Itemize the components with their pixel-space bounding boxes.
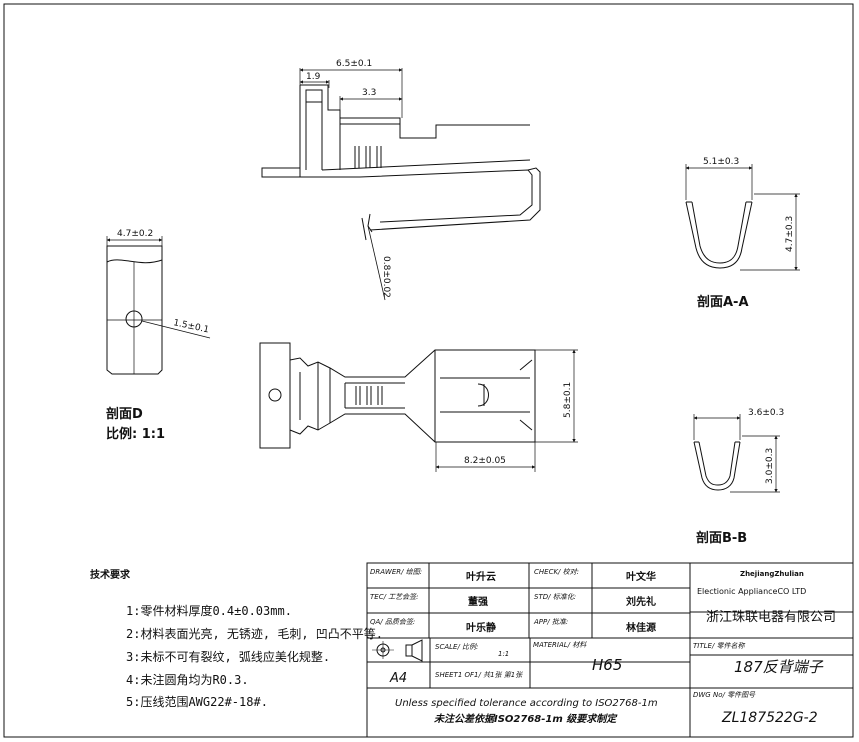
section-bb-view xyxy=(693,441,741,491)
note-item: 5:压线范围AWG22#-18#. xyxy=(126,695,268,709)
note-item: 4:未注圆角均为R0.3. xyxy=(126,672,249,687)
dim-bb-height: 3.0±0.3 xyxy=(765,448,775,484)
dim-thickness: 0.8±0.02 xyxy=(381,256,391,298)
paper-size: A4 xyxy=(389,671,407,686)
section-aa-view xyxy=(685,201,753,269)
title-label: TITLE/ 零件名称 xyxy=(693,642,746,650)
dim-top-width: 6.5±0.1 xyxy=(336,59,372,69)
scale-value: 1:1 xyxy=(498,650,509,658)
dwg-label: DWG No/ 零件图号 xyxy=(693,691,756,699)
title-block-text: DRAWER/ 绘图: 叶升云 CHECK/ 校对: 叶文华 TEC/ 工艺会签… xyxy=(370,568,836,726)
check-label: CHECK/ 校对: xyxy=(534,568,579,576)
dim-aa-width: 5.1±0.3 xyxy=(703,157,739,167)
tec-label: TEC/ 工艺会签: xyxy=(370,593,419,601)
dim-plan-height: 5.8±0.1 xyxy=(563,382,573,418)
qa-name: 叶乐静 xyxy=(466,621,496,634)
side-view-dims xyxy=(299,68,403,118)
dwg-number: ZL187522G-2 xyxy=(721,710,818,726)
material-value: H65 xyxy=(592,656,622,674)
side-view xyxy=(261,84,541,301)
note-item: 3:未标不可有裂纹, 弧线应美化规整. xyxy=(126,649,330,664)
dim-top-left: 1.9 xyxy=(306,72,321,82)
app-name: 林佳源 xyxy=(626,621,656,634)
tec-name: 董强 xyxy=(468,595,488,608)
section-d-view xyxy=(106,245,211,375)
drawer-name: 叶升云 xyxy=(466,570,496,583)
dim-hole: 1.5±0.1 xyxy=(172,318,209,335)
tolerance-cn: 未注公差依据ISO2768-1m 级要求制定 xyxy=(434,713,618,725)
app-label: APP/ 批准: xyxy=(533,618,568,626)
notes-title: 技术要求 xyxy=(90,568,131,581)
note-item: 2:材料表面光亮, 无锈迹, 毛刺, 凹凸不平等. xyxy=(126,626,383,641)
section-d-scale: 比例: 1:1 xyxy=(106,426,165,442)
company-en-2: Electionic ApplianceCO LTD xyxy=(697,587,806,596)
std-label: STD/ 标准化: xyxy=(534,593,576,601)
dim-plan-length: 8.2±0.05 xyxy=(464,456,506,466)
sheet-label: SHEET1 OF1/ 共1张 第1张 xyxy=(435,671,523,679)
plan-view xyxy=(259,342,536,449)
material-label: MATERIAL/ 材料 xyxy=(533,641,587,649)
dim-aa-height: 4.7±0.3 xyxy=(785,216,795,252)
section-d-label: 剖面D xyxy=(106,406,143,422)
section-aa-label: 剖面A-A xyxy=(697,294,749,310)
company-en-1: ZhejiangZhulian xyxy=(740,570,804,578)
dim-bb-width: 3.6±0.3 xyxy=(748,408,784,418)
title-block xyxy=(366,562,854,738)
tolerance-en: Unless specified tolerance according to … xyxy=(395,698,658,709)
note-item: 1:零件材料厚度0.4±0.03mm. xyxy=(126,603,292,618)
technical-notes: 技术要求 1:零件材料厚度0.4±0.03mm. 2:材料表面光亮, 无锈迹, … xyxy=(90,568,383,709)
scale-label: SCALE/ 比例: xyxy=(435,643,478,651)
std-name: 刘先礼 xyxy=(626,595,656,608)
qa-label: QA/ 品质会签: xyxy=(370,618,415,626)
part-title: 187反背端子 xyxy=(734,658,824,676)
company-cn: 浙江珠联电器有限公司 xyxy=(706,610,836,625)
dim-d-width: 4.7±0.2 xyxy=(117,229,153,239)
drawer-label: DRAWER/ 绘图: xyxy=(370,568,422,576)
check-name: 叶文华 xyxy=(626,570,656,583)
dim-top-right: 3.3 xyxy=(362,88,376,98)
section-bb-label: 剖面B-B xyxy=(696,530,747,546)
